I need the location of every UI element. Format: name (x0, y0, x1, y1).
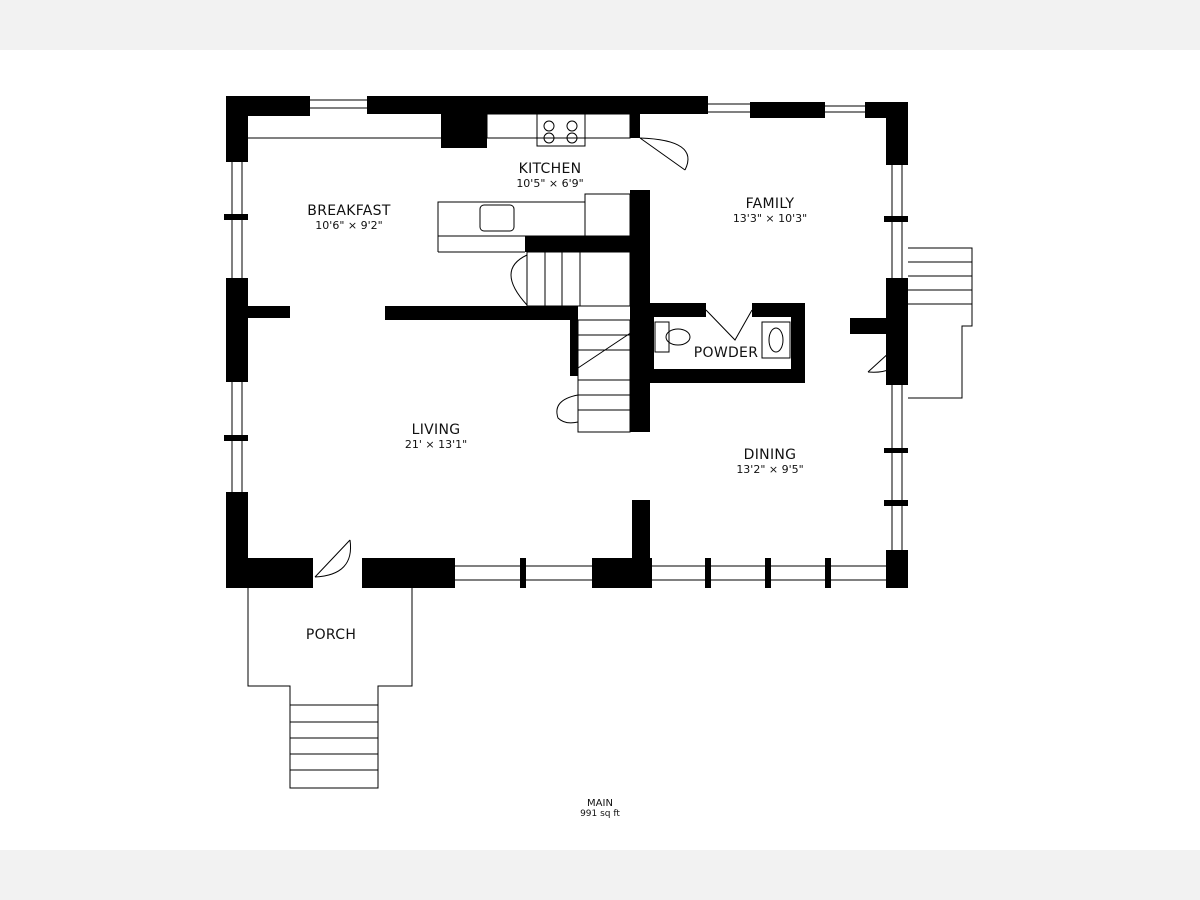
windows-and-fixtures (231, 99, 973, 789)
floor-area: 991 sq ft (580, 809, 620, 819)
room-dims: 10'5" × 6'9" (516, 177, 584, 190)
room-dims: 13'3" × 10'3" (732, 212, 808, 225)
room-name: POWDER (693, 345, 759, 361)
room-name: PORCH (305, 627, 357, 643)
walls (224, 96, 908, 588)
room-powder: POWDER (694, 345, 758, 361)
room-name: FAMILY (745, 196, 795, 212)
room-name: KITCHEN (518, 161, 582, 177)
floor-summary: MAIN 991 sq ft (580, 798, 620, 819)
room-porch: PORCH (306, 627, 356, 643)
room-breakfast: BREAKFAST 10'6" × 9'2" (307, 203, 390, 232)
room-dims: 10'6" × 9'2" (315, 219, 383, 232)
room-living: LIVING 21' × 13'1" (405, 422, 467, 451)
room-name: DINING (743, 447, 797, 463)
room-dims: 13'2" × 9'5" (736, 463, 804, 476)
room-dining: DINING 13'2" × 9'5" (736, 447, 803, 476)
room-dims: 21' × 13'1" (404, 438, 468, 451)
room-name: LIVING (411, 422, 461, 438)
room-family: FAMILY 13'3" × 10'3" (733, 196, 807, 225)
room-name: BREAKFAST (307, 203, 391, 219)
room-kitchen: KITCHEN 10'5" × 6'9" (516, 161, 583, 190)
floor-name: MAIN (587, 798, 613, 809)
floor-plan-drawing (224, 96, 973, 789)
floor-plan: KITCHEN 10'5" × 6'9" BREAKFAST 10'6" × 9… (0, 50, 1200, 850)
